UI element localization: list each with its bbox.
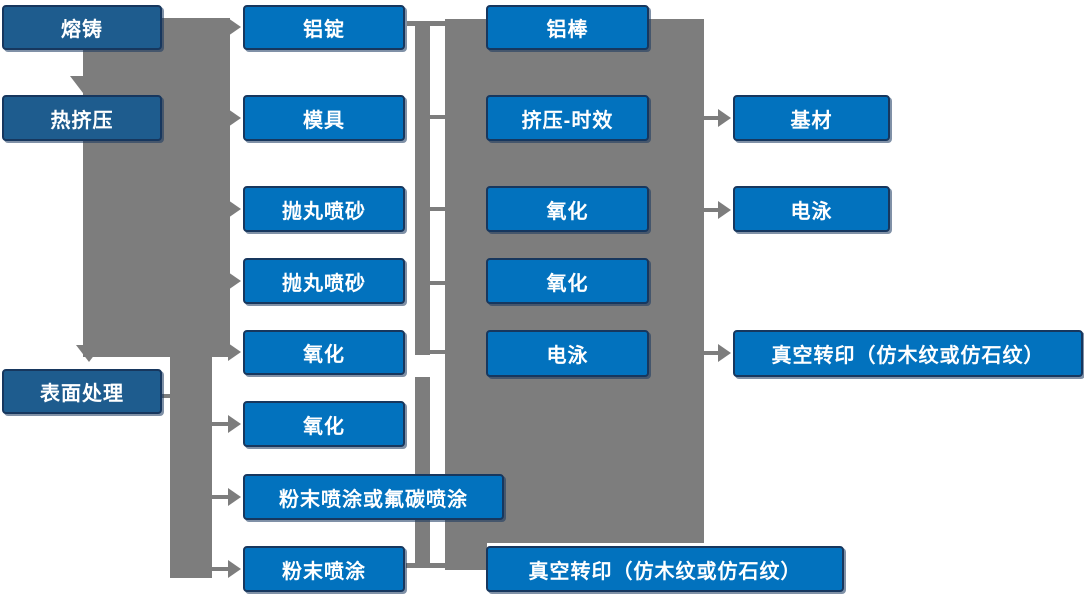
node-powder-spraying: 粉末喷涂 bbox=[243, 546, 405, 592]
arrow-right-icon bbox=[718, 344, 731, 362]
node-oxidation-1: 氧化 bbox=[243, 330, 405, 375]
node-electrophoresis-1: 电泳 bbox=[486, 330, 649, 377]
process-trunk-foot bbox=[445, 543, 487, 570]
stage-trunk-lower-bar bbox=[170, 357, 212, 578]
down-arrowhead-icon bbox=[70, 76, 96, 93]
arrow-right-icon bbox=[228, 415, 241, 433]
node-extrusion-aging: 挤压-时效 bbox=[486, 95, 649, 141]
node-oxidation-4: 氧化 bbox=[486, 258, 649, 304]
arrow-shaft bbox=[212, 495, 228, 499]
middle-bus-lower bbox=[415, 377, 430, 568]
bus-tick bbox=[430, 207, 445, 211]
node-vacuum-transfer-print-2: 真空转印（仿木纹或仿石纹） bbox=[733, 330, 1083, 377]
arrow-right-icon bbox=[228, 560, 241, 578]
arrow-shaft bbox=[704, 351, 720, 355]
node-mold: 模具 bbox=[243, 95, 405, 141]
bus-tick bbox=[430, 115, 445, 119]
node-electrophoresis-2: 电泳 bbox=[733, 186, 890, 232]
arrow-right-icon bbox=[228, 109, 241, 127]
arrow-right-icon bbox=[228, 200, 241, 218]
arrow-right-icon bbox=[228, 343, 241, 361]
down-arrowhead-icon bbox=[76, 345, 102, 362]
node-base-material: 基材 bbox=[733, 95, 890, 141]
arrow-right-icon bbox=[228, 18, 241, 36]
node-surface-treatment: 表面处理 bbox=[2, 369, 162, 414]
node-oxidation-3: 氧化 bbox=[486, 186, 649, 232]
node-shot-blasting-1: 抛丸喷砂 bbox=[243, 186, 405, 232]
node-powder-or-fluorocarbon-spraying: 粉末喷涂或氟碳喷涂 bbox=[243, 474, 504, 520]
node-shot-blasting-2: 抛丸喷砂 bbox=[243, 258, 405, 304]
arrow-right-icon bbox=[228, 272, 241, 290]
node-vacuum-transfer-print-1: 真空转印（仿木纹或仿石纹） bbox=[486, 546, 844, 592]
arrow-shaft bbox=[212, 567, 228, 571]
node-aluminum-ingot: 铝锭 bbox=[243, 5, 405, 50]
stage-trunk-block bbox=[83, 18, 230, 357]
arrow-right-icon bbox=[718, 109, 731, 127]
node-aluminum-rod: 铝棒 bbox=[486, 5, 649, 50]
arrow-right-icon bbox=[718, 201, 731, 219]
bus-tick bbox=[430, 281, 445, 285]
node-oxidation-2: 氧化 bbox=[243, 401, 405, 447]
node-hot-extrusion: 热挤压 bbox=[2, 95, 162, 141]
arrow-shaft bbox=[704, 116, 720, 120]
surface-treatment-connector bbox=[162, 394, 172, 398]
bus-tick bbox=[406, 563, 445, 568]
bus-tick bbox=[407, 21, 445, 26]
node-melting-casting: 熔铸 bbox=[2, 5, 162, 50]
arrow-right-icon bbox=[228, 488, 241, 506]
middle-bus-upper bbox=[415, 21, 430, 355]
arrow-shaft bbox=[704, 208, 720, 212]
bus-tick bbox=[430, 350, 445, 354]
arrow-shaft bbox=[212, 422, 228, 426]
